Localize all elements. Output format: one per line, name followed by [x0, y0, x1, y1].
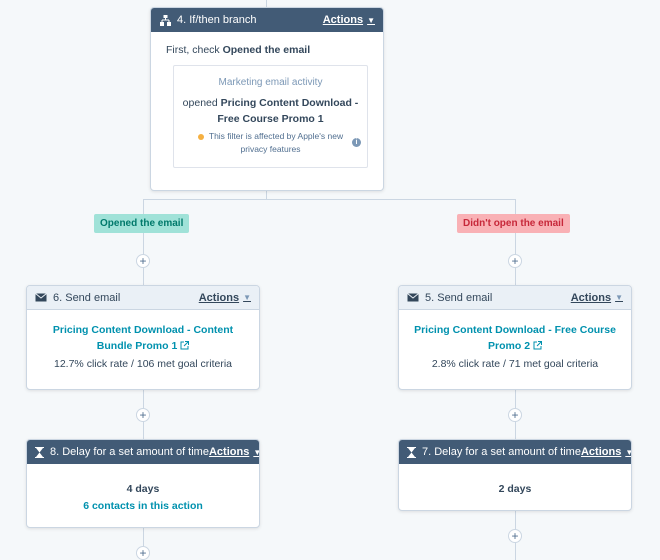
caret-down-icon: ▼ — [625, 448, 631, 457]
delay-title-7: 7. Delay for a set amount of time — [422, 446, 581, 458]
tag-opened-email: Opened the email — [94, 214, 190, 233]
actions-label: Actions — [570, 291, 612, 304]
caret-down-icon: ▼ — [367, 15, 375, 25]
tag-not-opened-email: Didn't open the email — [457, 214, 570, 233]
caret-down-icon: ▼ — [243, 293, 251, 302]
filter-value-line1: Pricing Content Download - — [220, 97, 359, 109]
connector-branch-down — [266, 190, 267, 200]
delay-header-7: 7. Delay for a set amount of time Action… — [399, 440, 631, 464]
warning-dot-icon — [197, 133, 204, 140]
filter-prefix: opened — [182, 97, 221, 109]
add-action-button-right-3[interactable]: + — [508, 529, 522, 543]
caret-down-icon: ▼ — [615, 293, 623, 302]
send-email-header-5: 5. Send email Actions▼ — [399, 286, 631, 310]
privacy-note-line1: This filter is affected by Apple's new — [208, 131, 344, 141]
send-email-header-6: 6. Send email Actions▼ — [27, 286, 259, 310]
delay-duration-8: 4 days — [126, 483, 160, 495]
branch-actions-button[interactable]: Actions▼ — [323, 14, 375, 26]
privacy-note: This filter is affected by Apple's new p… — [174, 130, 367, 156]
filter-condition: opened Pricing Content Download - Free C… — [174, 95, 367, 127]
filter-box: Marketing email activity opened Pricing … — [173, 65, 368, 168]
branch-check-text: First, check Opened the email — [151, 32, 383, 56]
send-email-actions-button-6[interactable]: Actions▼ — [199, 292, 251, 304]
branch-check-prefix: First, check — [166, 44, 223, 56]
email-link-line1: Pricing Content Download - Free Course — [414, 324, 616, 336]
delay-title-8: 8. Delay for a set amount of time — [50, 446, 209, 458]
actions-label: Actions — [580, 446, 622, 458]
delay-card-8[interactable]: 8. Delay for a set amount of time Action… — [26, 439, 260, 528]
delay-duration-7: 2 days — [498, 483, 532, 495]
caret-down-icon: ▼ — [253, 448, 259, 457]
email-link-line1: Pricing Content Download - Content — [52, 324, 234, 336]
info-icon[interactable]: i — [352, 138, 361, 147]
add-action-button-right-2[interactable]: + — [508, 408, 522, 422]
branch-card[interactable]: 4. If/then branch Actions▼ First, check … — [150, 7, 384, 191]
send-email-title-6: 6. Send email — [53, 291, 121, 304]
send-email-title-5: 5. Send email — [425, 291, 493, 304]
email-link-line2: Bundle Promo 1 — [96, 340, 178, 352]
add-action-button-right-1[interactable]: + — [508, 254, 522, 268]
envelope-icon — [407, 292, 419, 304]
external-link-icon — [533, 339, 542, 355]
add-action-button-left-3[interactable]: + — [136, 546, 150, 560]
filter-title: Marketing email activity — [218, 77, 323, 88]
email-stats-6: 12.7% click rate / 106 met goal criteria — [54, 358, 232, 370]
email-link-6[interactable]: Pricing Content Download - Content Bundl… — [27, 322, 259, 355]
add-action-button-left-1[interactable]: + — [136, 254, 150, 268]
filter-value-line2: Free Course Promo 1 — [217, 113, 324, 125]
branch-title: 4. If/then branch — [177, 14, 257, 26]
delay-actions-button-7[interactable]: Actions▼ — [580, 446, 631, 458]
delay-card-7[interactable]: 7. Delay for a set amount of time Action… — [398, 439, 632, 511]
connector-right-1 — [515, 199, 516, 286]
branch-icon — [159, 14, 171, 26]
branch-actions-label: Actions — [322, 14, 364, 26]
delay-header-8: 8. Delay for a set amount of time Action… — [27, 440, 259, 464]
actions-label: Actions — [198, 291, 240, 304]
branch-header: 4. If/then branch Actions▼ — [151, 8, 383, 32]
hourglass-icon — [35, 446, 44, 458]
delay-actions-button-8[interactable]: Actions▼ — [208, 446, 259, 458]
actions-label: Actions — [208, 446, 250, 458]
email-stats-5: 2.8% click rate / 71 met goal criteria — [431, 358, 599, 370]
connector-horizontal — [143, 199, 516, 200]
delay-contacts-link[interactable]: 6 contacts in this action — [83, 500, 203, 512]
external-link-icon — [180, 339, 190, 355]
connector-left-1 — [143, 199, 144, 286]
connector-top — [266, 0, 267, 8]
envelope-icon — [35, 292, 47, 304]
send-email-actions-button-5[interactable]: Actions▼ — [571, 292, 623, 304]
email-link-line2: Promo 2 — [488, 340, 531, 352]
email-link-5[interactable]: Pricing Content Download - Free Course P… — [399, 322, 631, 355]
send-email-card-5[interactable]: 5. Send email Actions▼ Pricing Content D… — [398, 285, 632, 390]
add-action-button-left-2[interactable]: + — [136, 408, 150, 422]
branch-check-value: Opened the email — [222, 44, 311, 56]
connector-left-3 — [143, 527, 144, 560]
privacy-note-line2: privacy features — [240, 144, 301, 154]
hourglass-icon — [407, 446, 416, 458]
send-email-card-6[interactable]: 6. Send email Actions▼ Pricing Content D… — [26, 285, 260, 390]
